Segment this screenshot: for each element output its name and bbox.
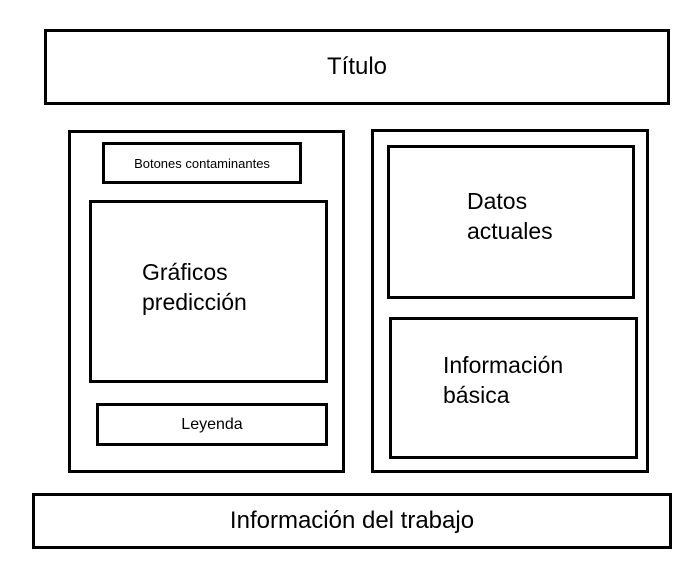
pollutant-buttons-label: Botones contaminantes xyxy=(134,155,270,171)
title-box: Título xyxy=(44,29,670,105)
basic-info-box: Información básica xyxy=(389,317,638,459)
current-data-label: Datos actuales xyxy=(467,187,553,247)
pollutant-buttons-box: Botones contaminantes xyxy=(102,142,302,184)
work-info-box: Información del trabajo xyxy=(32,493,672,549)
basic-info-label: Información básica xyxy=(443,351,563,411)
work-info-label: Información del trabajo xyxy=(229,507,475,534)
basic-info-label-line-2: básica xyxy=(443,381,510,408)
current-data-label-line-2: actuales xyxy=(467,217,553,244)
current-data-label-line-1: Datos xyxy=(467,188,528,214)
legend-box: Leyenda xyxy=(96,403,328,446)
prediction-charts-label-line-1: Gráficos xyxy=(142,259,228,285)
title-label: Título xyxy=(326,53,388,80)
prediction-charts-label-line-2: predicción xyxy=(142,288,247,315)
basic-info-label-line-1: Información xyxy=(443,352,564,378)
current-data-box: Datos actuales xyxy=(387,145,635,299)
legend-label: Leyenda xyxy=(181,415,243,433)
prediction-charts-box: Gráficos predicción xyxy=(89,200,328,383)
prediction-charts-label: Gráficos predicción xyxy=(142,258,247,318)
